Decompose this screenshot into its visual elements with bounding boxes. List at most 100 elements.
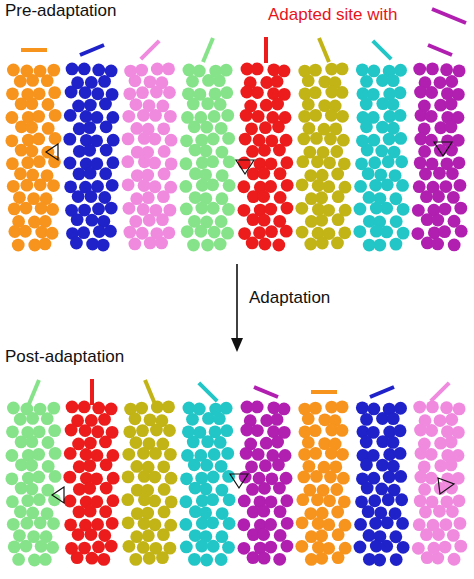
neuron-dot [309, 424, 322, 437]
neuron-dot [387, 98, 400, 111]
neuron-dot [39, 238, 52, 251]
neuron-dot [361, 144, 374, 157]
neuron-dot [381, 516, 394, 529]
neuron-dot [439, 203, 452, 216]
neuron-dot [165, 472, 178, 485]
neuron-dot [157, 190, 170, 203]
neuron-dot [360, 98, 373, 111]
neuron-dot [360, 75, 373, 88]
neuron-dot [337, 472, 350, 485]
neuron-dot [278, 403, 291, 416]
neuron-dot [281, 202, 294, 215]
neuron-dot [99, 98, 112, 111]
neuron-dot [187, 436, 200, 449]
neuron-dot [394, 86, 407, 99]
neuron-dot [123, 226, 136, 239]
neuron-dot [206, 178, 219, 191]
neuron-dot [162, 400, 175, 413]
neuron-dot [302, 436, 315, 449]
neuron-dot [247, 551, 260, 564]
neuron-dot [42, 98, 55, 111]
adapter-note: Adapted site with [268, 5, 397, 25]
neuron-dot [122, 178, 135, 191]
neuron-dot [332, 213, 345, 226]
neuron-dot [49, 109, 62, 122]
neuron-dot [14, 413, 27, 426]
neuron-dot [137, 447, 150, 460]
neuron-dot [105, 540, 118, 553]
neuron-dot [311, 155, 324, 168]
neuron-dot [445, 75, 458, 88]
orientation-bar [90, 379, 94, 405]
adapter-bar [432, 9, 466, 23]
neuron-dot [387, 412, 400, 425]
orientation-bar [21, 48, 47, 52]
neuron-dot [396, 179, 409, 192]
neuron-dot [281, 540, 294, 553]
neuron-dot [453, 402, 466, 415]
neuron-dot [296, 226, 309, 239]
neuron-dot [310, 132, 323, 145]
neuron-dot [332, 190, 345, 203]
orientation-bar [141, 41, 159, 59]
neuron-dot [354, 518, 367, 531]
neuron-dot [19, 225, 32, 238]
neuron-dot [325, 447, 338, 460]
neuron-dot [239, 133, 252, 146]
neuron-dot [180, 203, 193, 216]
neuron-dot [148, 157, 161, 170]
neuron-dot [360, 120, 373, 133]
triangle-marker [438, 478, 454, 494]
neuron-dot [454, 202, 467, 215]
neuron-dot [272, 239, 285, 252]
neuron-dot [324, 471, 337, 484]
neuron-dot [309, 64, 322, 77]
neuron-dot [251, 424, 264, 437]
neuron-dot [397, 227, 410, 240]
adaptation-arrow [236, 264, 238, 340]
neuron-dot [20, 179, 33, 192]
neuron-dot [158, 506, 171, 519]
neuron-dot [331, 506, 344, 519]
orientation-bar [311, 390, 337, 394]
neuron-dot [387, 74, 400, 87]
neuron-dot [195, 540, 208, 553]
neuron-dot [315, 191, 328, 204]
neuron-dot [252, 110, 265, 123]
neuron-dot [309, 447, 322, 460]
neuron-dot [85, 190, 98, 203]
neuron-dot [215, 215, 228, 228]
neuron-dot [280, 225, 293, 238]
neuron-dot [148, 495, 161, 508]
neuron-dot [237, 518, 250, 531]
neuron-dot [336, 424, 349, 437]
neuron-dot [42, 436, 55, 449]
neuron-dot [12, 553, 25, 566]
neuron-dot [383, 133, 396, 146]
neuron-dot [296, 493, 309, 506]
neuron-dot [331, 168, 344, 181]
neuron-dot [221, 447, 234, 460]
neuron-dot [188, 553, 201, 566]
neuron-dot [272, 120, 285, 133]
neuron-dot [395, 155, 408, 168]
neuron-dot [360, 413, 373, 426]
neuron-dot [220, 86, 233, 99]
neuron-dot [8, 540, 21, 553]
neuron-dot [200, 459, 213, 472]
neuron-dot [375, 483, 388, 496]
neuron-dot [135, 402, 148, 415]
neuron-dot [222, 132, 235, 145]
neuron-dot [238, 542, 251, 555]
neuron-dot [33, 155, 46, 168]
neuron-dot [12, 239, 25, 252]
neuron-dot [304, 238, 317, 251]
neuron-dot [158, 168, 171, 181]
neuron-dot [336, 448, 349, 461]
neuron-dot [425, 448, 438, 461]
neuron-dot [280, 156, 293, 169]
neuron-dot [390, 215, 403, 228]
neuron-dot [6, 87, 19, 100]
neuron-dot [208, 110, 221, 123]
neuron-dot [382, 493, 395, 506]
